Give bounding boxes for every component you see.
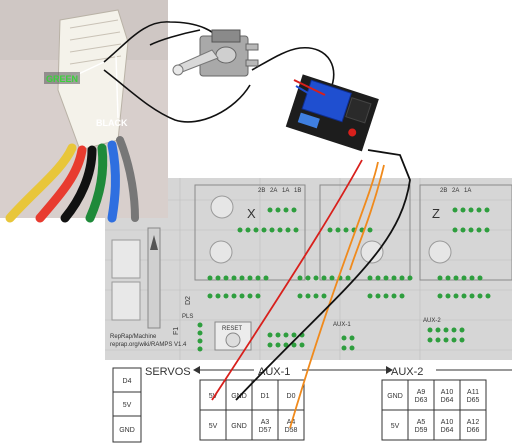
aux2-cell (459, 379, 487, 411)
aux2-cell-label: GND (387, 393, 403, 400)
black-wire-label: BLACK (96, 118, 128, 128)
header-label: 1B (294, 188, 301, 194)
aux1-cell (251, 409, 279, 441)
axis-x-label: X (247, 206, 256, 221)
reset-knob (225, 332, 241, 348)
d2-label: D2 (185, 296, 192, 305)
aux1-cell (199, 409, 227, 441)
aux1-cell-label: D1 (261, 393, 270, 400)
aux1-cell-label: GND (231, 423, 247, 430)
header-label: 1A (282, 188, 289, 194)
reset-label: RESET (222, 326, 242, 332)
servo-column: D4 5V GND (112, 367, 142, 443)
connector-photo: GREEN BLACK (0, 0, 168, 223)
aux2-cell (381, 409, 409, 441)
header-label: 1A (464, 188, 471, 194)
header-label: 2B (258, 188, 265, 194)
servos-label: SERVOS (145, 366, 191, 378)
aux2-cell (381, 379, 409, 411)
f1-label: F1 (173, 327, 180, 335)
switch-loop-wire (103, 21, 335, 123)
aux2-cell-label: 5V (391, 423, 400, 430)
aux1-small-label: AUX-1 (333, 322, 351, 328)
footer-url: reprap.org/wiki/RAMPS V1.4 (110, 342, 187, 348)
signal-wires (211, 149, 411, 429)
ramps-board: 2B 2A 1A 1B 2B 2A 1A X Z (105, 178, 512, 378)
pads (127, 207, 491, 352)
polys-label: PLS (182, 314, 193, 320)
aux1-cell-label: 5V (209, 423, 218, 430)
aux2-cell (433, 409, 461, 441)
aux2-label: AUX-2 (391, 366, 423, 378)
servo-cell: D4 (123, 378, 132, 385)
servo-cell: 5V (123, 402, 132, 409)
aux2-cell (459, 409, 487, 441)
green-wire-label: GREEN (46, 74, 78, 84)
diode-mark (150, 235, 158, 250)
fuse-block (111, 281, 141, 321)
header-label: 2A (270, 188, 277, 194)
aux1-cell (251, 379, 279, 411)
servo-cell: GND (119, 427, 135, 434)
diode (147, 227, 161, 329)
aux1-cell-label: 5V (209, 393, 218, 400)
header-label: 2A (452, 188, 459, 194)
fuse-block (111, 239, 141, 279)
axis-z-label: Z (432, 206, 440, 221)
capacitors (153, 188, 452, 264)
toggle-switch (172, 29, 259, 77)
aux1-cell (225, 409, 253, 441)
relay-module (285, 74, 379, 152)
aux2-small-label: AUX-2 (423, 318, 441, 324)
footer-title: RepRap/Machine (110, 334, 157, 340)
header-label: 2B (440, 188, 447, 194)
aux1-cell-label: D0 (287, 393, 296, 400)
